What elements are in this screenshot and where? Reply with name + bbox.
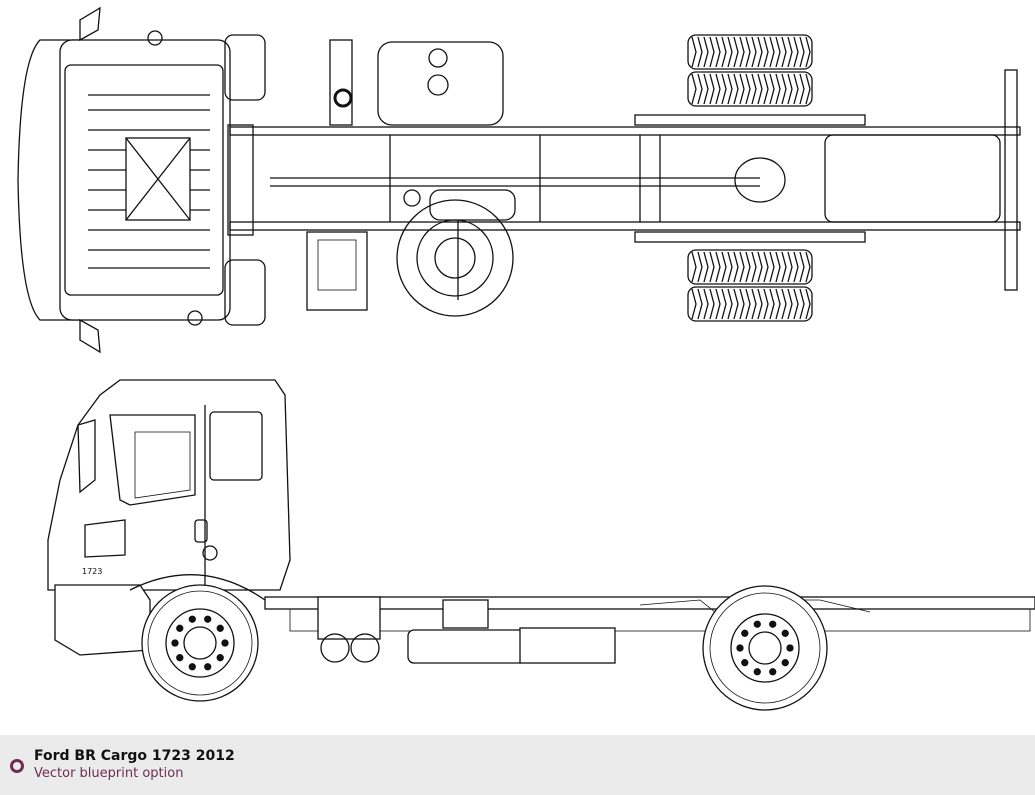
top-view: [17, 6, 1021, 354]
caption-title: Ford BR Cargo 1723 2012: [34, 748, 235, 764]
truck-blueprint-drawing: 1723: [17, 6, 1035, 711]
bullet-icon: [10, 759, 24, 773]
side-view: 1723: [47, 379, 1035, 711]
caption-subtitle: Vector blueprint option: [34, 766, 184, 781]
caption-bar: [0, 735, 1035, 795]
cab-badge: 1723: [82, 567, 102, 576]
